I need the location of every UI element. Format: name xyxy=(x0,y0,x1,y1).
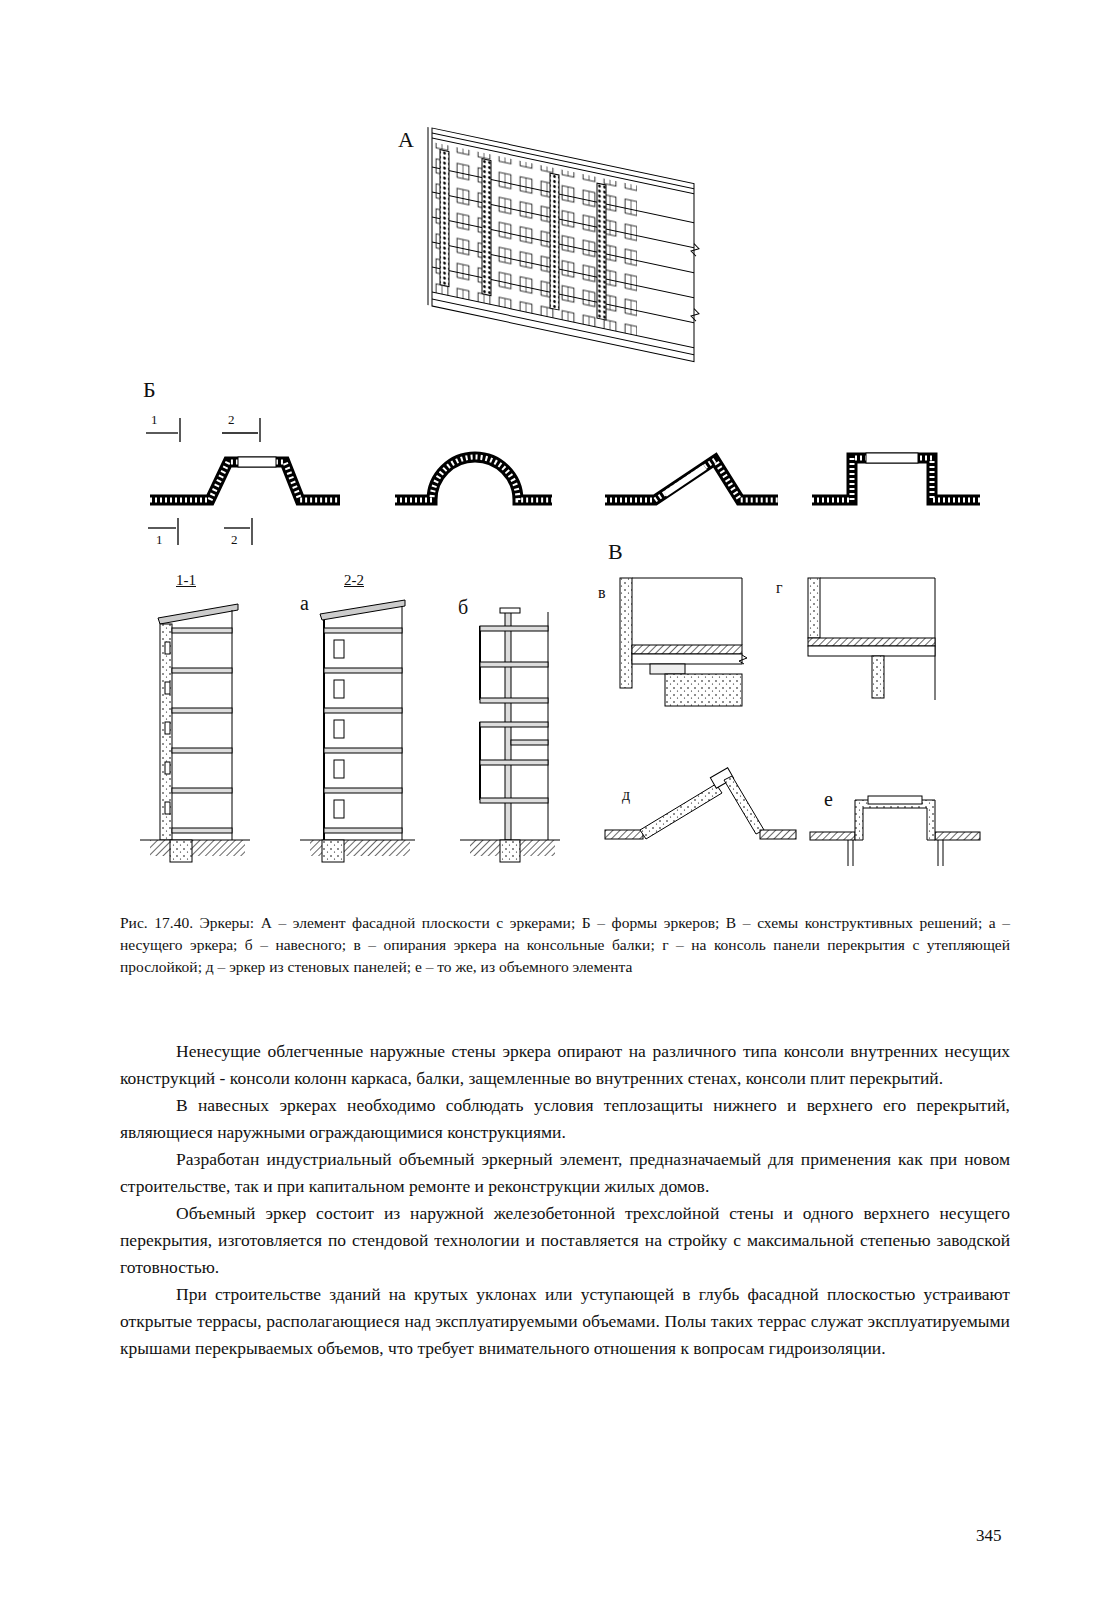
body-text: Ненесущие облегченные наружные стены эрк… xyxy=(120,1038,1010,1362)
sub-figure-letter: в xyxy=(598,584,606,602)
figure-part-letter: В xyxy=(608,540,623,564)
section-mark: 2 xyxy=(228,413,235,427)
sub-figure-letter: д xyxy=(622,786,630,804)
figure-part-letter: Б xyxy=(143,378,156,402)
sub-figure-letter: г xyxy=(776,579,783,597)
paragraph: Разработан индустриальный объемный эркер… xyxy=(120,1146,1010,1200)
paragraph: Объемный эркер состоит из наружной желез… xyxy=(120,1200,1010,1281)
facade-drawing xyxy=(428,127,699,363)
section-mark: 1 xyxy=(151,413,158,427)
building-sections xyxy=(140,600,560,862)
figure-part-letter: А xyxy=(398,128,414,152)
sub-figure-letter: а xyxy=(300,592,309,614)
section-title: 2-2 xyxy=(344,572,364,589)
figure-caption: Рис. 17.40. Эркеры: А – элемент фасадной… xyxy=(120,912,1010,978)
section-mark: 2 xyxy=(231,533,238,547)
page-number: 345 xyxy=(976,1527,1002,1546)
plan-forms xyxy=(146,418,980,545)
paragraph: При строительстве зданий на крутых уклон… xyxy=(120,1281,1010,1362)
paragraph: В навесных эркерах необходимо соблюдать … xyxy=(120,1092,1010,1146)
section-mark: 1 xyxy=(156,533,163,547)
sub-figure-letter: б xyxy=(458,596,468,618)
section-title: 1-1 xyxy=(176,572,196,589)
construction-details xyxy=(605,578,980,866)
sub-figure-letter: е xyxy=(824,788,833,810)
paragraph: Ненесущие облегченные наружные стены эрк… xyxy=(120,1038,1010,1092)
